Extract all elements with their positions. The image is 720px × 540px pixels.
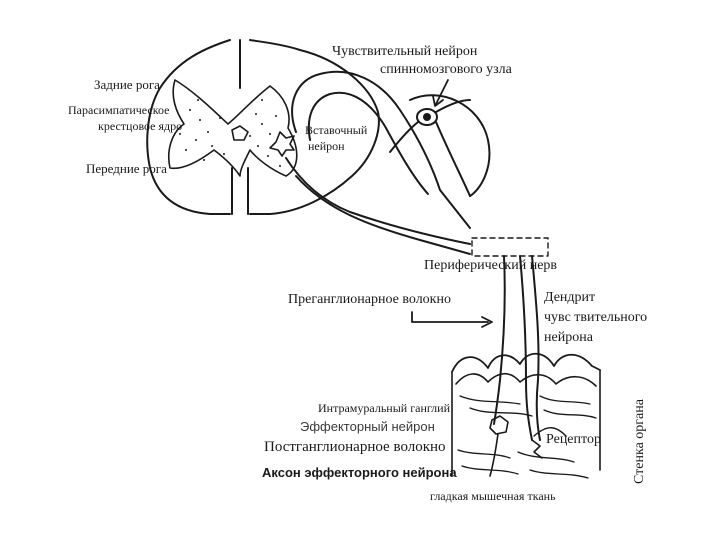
receptor-ending (531, 439, 543, 459)
peripheral-nerve-box (471, 237, 549, 257)
gray-matter (168, 79, 298, 177)
label-parasympathetic-2: крестцовое ядро (98, 119, 183, 133)
sensory-neuron-arrow (435, 79, 449, 105)
label-dendrite-1: Дендрит (544, 290, 596, 305)
muscle-fibers (457, 395, 597, 479)
label-anterior-horns: Передние рога (86, 161, 167, 176)
intramural-neuron-shape (489, 415, 509, 435)
parasympathetic-neuron-shape (231, 125, 249, 141)
label-effector-axon: Аксон эффекторного нейрона (262, 465, 457, 480)
label-peripheral-nerve: Периферический нерв (424, 258, 558, 273)
preganglionic-fiber-line (493, 255, 506, 425)
gray-matter-stipple (179, 99, 281, 167)
ventral-root (285, 157, 471, 245)
label-spinal-ganglion: спинномозгового узла (380, 62, 512, 77)
label-intramural-ganglion: Интрамуральный ганглий (318, 401, 451, 415)
ventral-root-2 (295, 175, 471, 255)
interneuron-shape (269, 131, 295, 157)
label-postganglionic-fiber: Постганглионарное волокно (264, 439, 446, 455)
anterior-fissure (231, 167, 249, 215)
ganglion-region (409, 94, 491, 197)
organ-wall-top (451, 352, 601, 373)
dorsal-root-loop (291, 70, 471, 229)
fiber-line-3 (531, 255, 541, 441)
label-receptor: Рецептор (546, 432, 601, 447)
label-dendrite-3: нейрона (544, 330, 593, 345)
spinal-ganglion-cell (416, 108, 438, 126)
label-posterior-horns: Задние рога (94, 77, 160, 92)
label-interneuron-2: нейрон (308, 139, 345, 153)
preganglionic-arrow (411, 311, 489, 323)
dendrite-fiber-line (519, 255, 533, 441)
label-sensory-neuron: Чувствительный нейрон (332, 44, 478, 59)
label-interneuron-1: Вставочный (305, 123, 368, 137)
label-smooth-muscle: гладкая мышечная ткань (430, 489, 556, 503)
label-parasympathetic-1: Парасимпатическое (68, 103, 170, 117)
label-organ-wall: Стенка органа (632, 399, 647, 484)
effector-axon-line (489, 433, 499, 477)
label-effector-neuron: Эффекторный нейрон (300, 419, 435, 434)
organ-wall-top-2 (455, 372, 597, 387)
label-preganglionic-fiber: Преганглионарное волокно (288, 292, 451, 307)
ganglion-process (389, 99, 471, 197)
label-dendrite-2: чувс твительного (544, 310, 648, 325)
dorsal-root-inner (307, 91, 429, 195)
